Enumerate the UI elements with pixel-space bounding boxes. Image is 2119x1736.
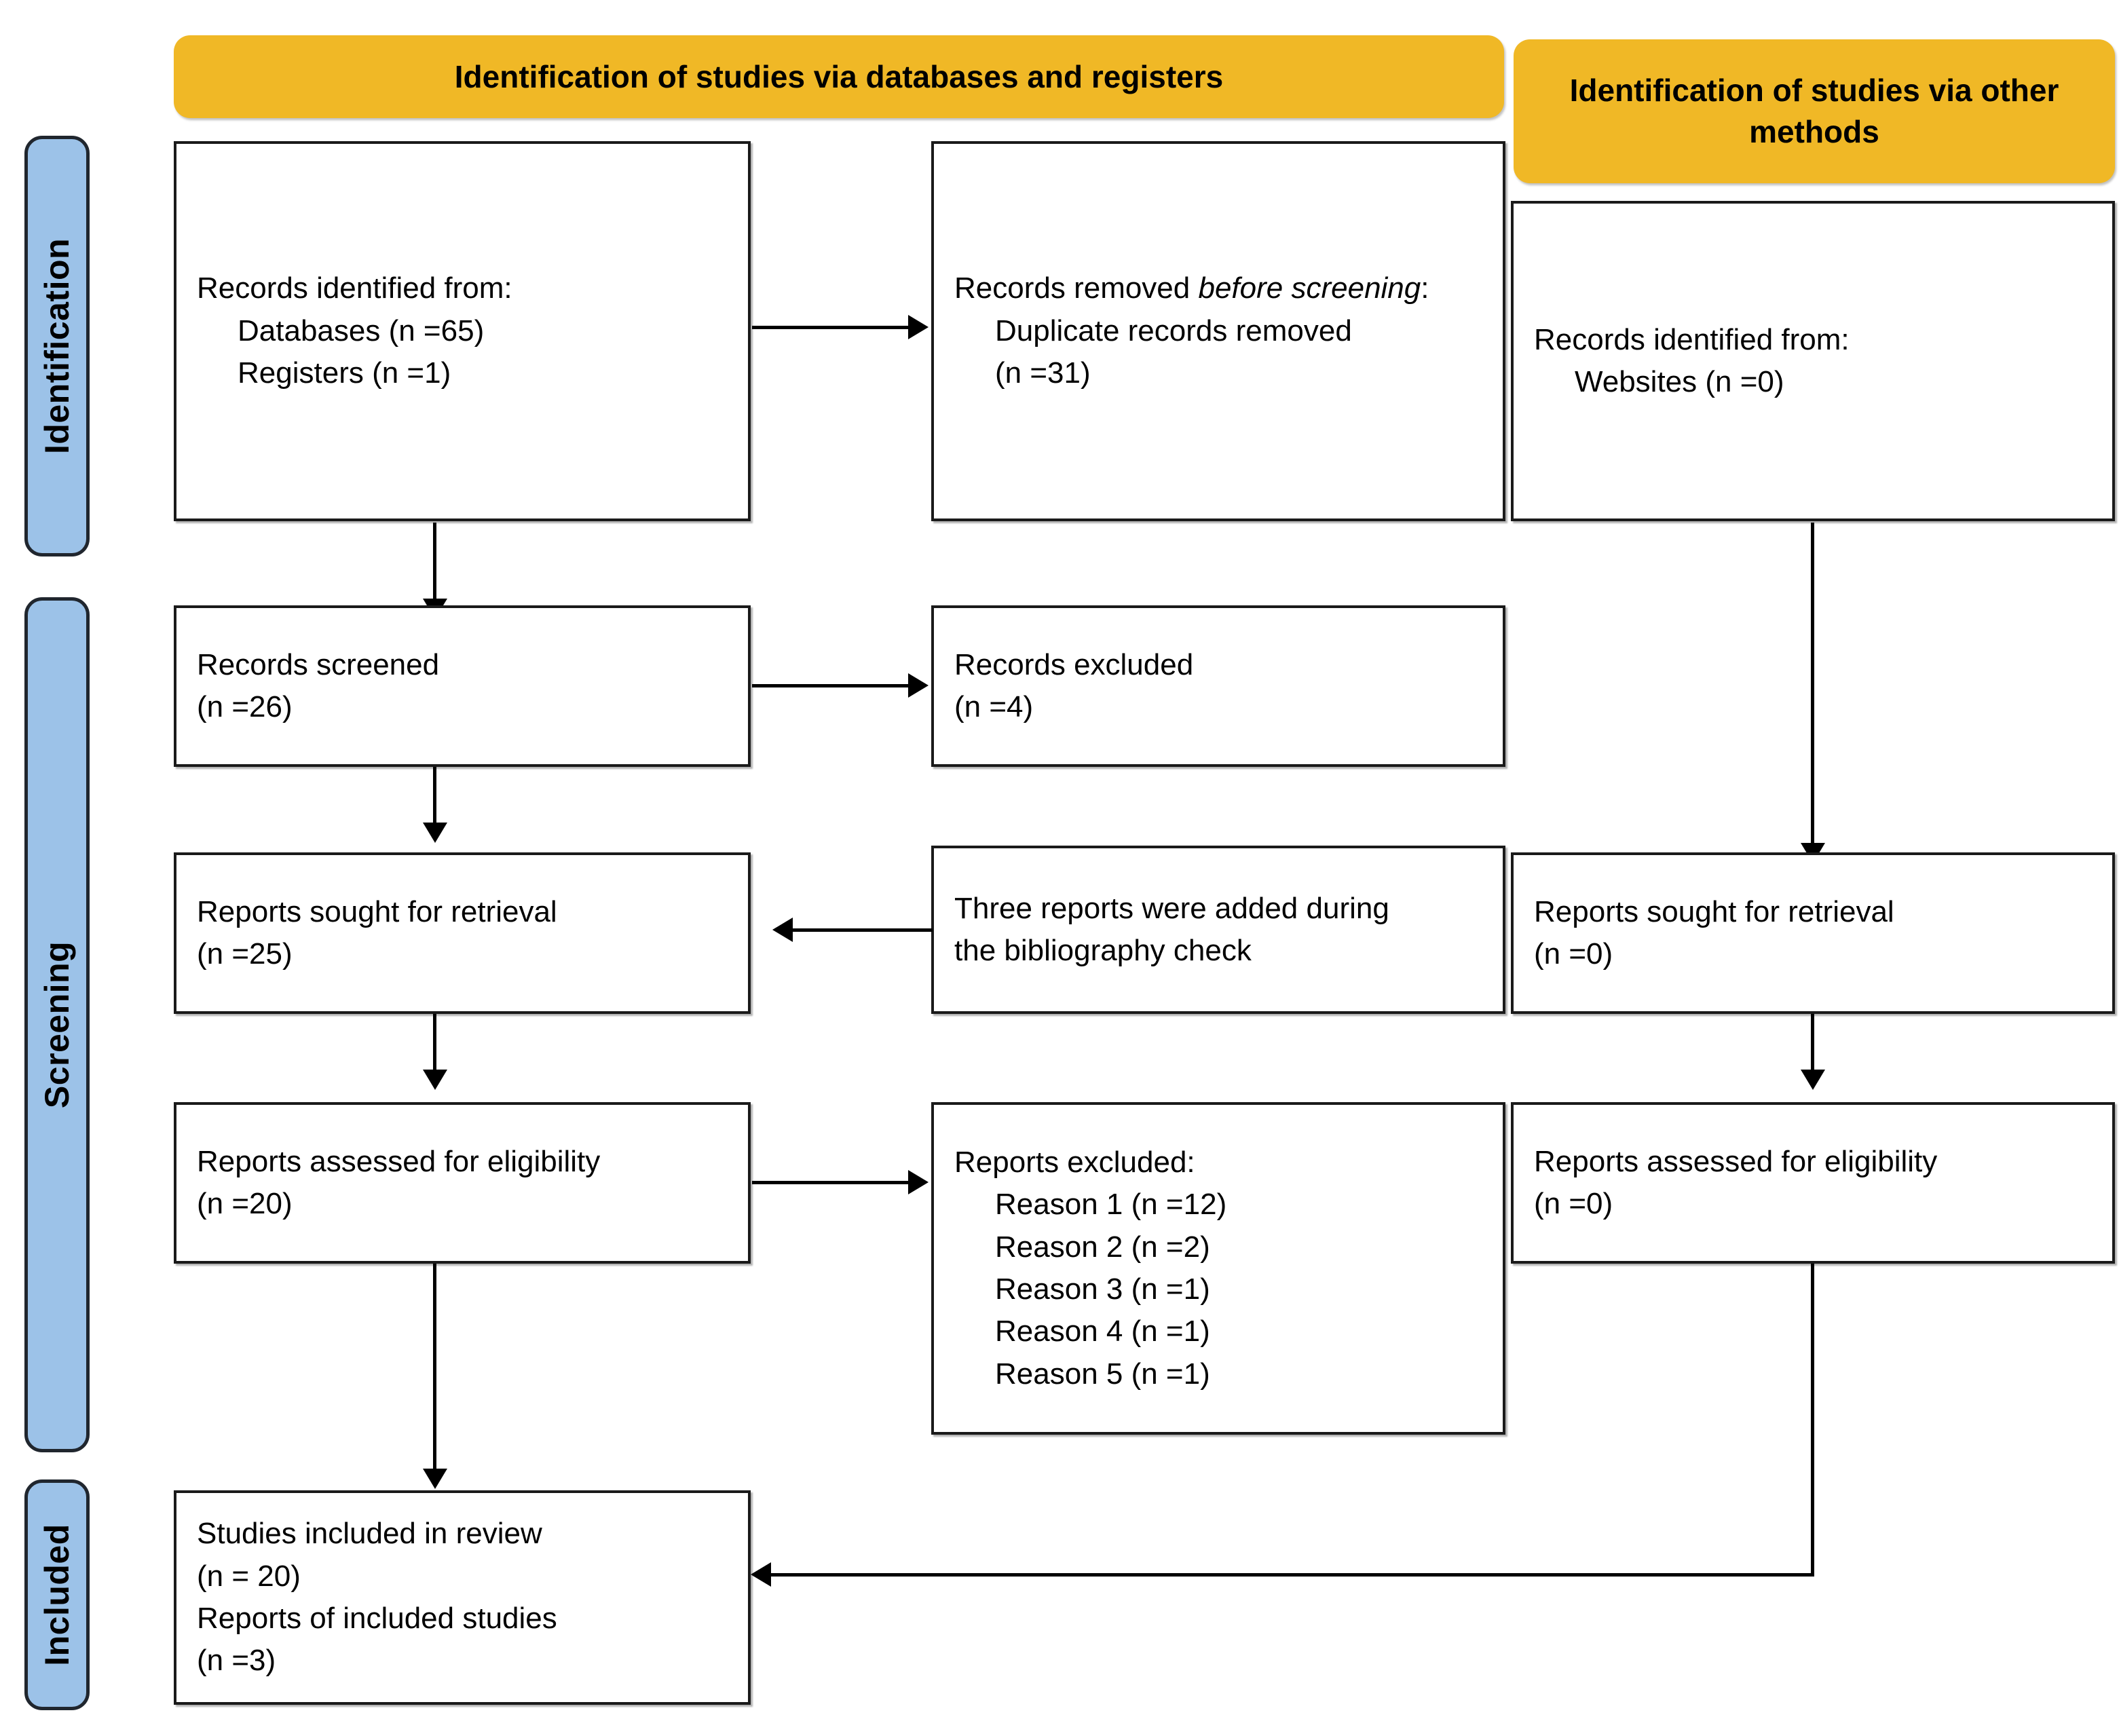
node-studies-included: Studies included in review (n = 20) Repo… xyxy=(174,1490,751,1705)
connector-sought-to-assessed xyxy=(433,1014,436,1075)
records-removed-italic: before screening xyxy=(1198,271,1421,305)
reports-assessed-line-1: Reports assessed for eligibility xyxy=(197,1144,601,1178)
node-bibliography-note: Three reports were added during the bibl… xyxy=(931,846,1505,1014)
records-removed-colon: : xyxy=(1421,271,1429,305)
connector-screened-to-sought xyxy=(433,767,436,828)
arrow-identified-to-removed xyxy=(908,315,929,339)
arrow-other-assessed-to-included xyxy=(751,1562,771,1587)
studies-included-line-4: (n =3) xyxy=(197,1644,276,1678)
stage-band-screening: Screening xyxy=(24,597,90,1452)
reports-sought-line-2: (n =25) xyxy=(197,937,293,970)
connector-identified-to-screened xyxy=(433,523,436,604)
connector-assessed-to-included xyxy=(433,1264,436,1474)
stage-label-included: Included xyxy=(38,1524,77,1666)
records-identified-other-line-2: Websites (n =0) xyxy=(1575,365,1784,398)
records-screened-line-1: Records screened xyxy=(197,647,440,681)
reports-sought-other-line-1: Reports sought for retrieval xyxy=(1534,894,1894,928)
records-screened-line-2: (n =26) xyxy=(197,690,293,723)
arrow-assessed-to-included xyxy=(423,1469,447,1489)
records-excluded-line-2: (n =4) xyxy=(954,690,1034,723)
connector-other-assessed-down xyxy=(1811,1264,1814,1576)
reports-sought-other-line-2: (n =0) xyxy=(1534,937,1613,970)
studies-included-line-3: Reports of included studies xyxy=(197,1602,557,1635)
records-excluded-line-1: Records excluded xyxy=(954,647,1194,681)
reports-excluded-reason-5: Reason 5 (n =1) xyxy=(995,1357,1210,1391)
bibliography-note-line-2: the bibliography check xyxy=(954,934,1252,967)
reports-assessed-other-line-2: (n =0) xyxy=(1534,1187,1613,1220)
reports-excluded-line-1: Reports excluded: xyxy=(954,1145,1195,1179)
arrow-other-sought-to-assessed xyxy=(1801,1070,1825,1090)
node-records-identified-other: Records identified from: Websites (n =0) xyxy=(1511,201,2115,521)
connector-bibliography-to-sought xyxy=(793,928,933,932)
reports-excluded-reason-4: Reason 4 (n =1) xyxy=(995,1315,1210,1348)
node-records-excluded: Records excluded (n =4) xyxy=(931,605,1505,767)
bibliography-note-line-1: Three reports were added during xyxy=(954,891,1389,925)
stage-label-screening: Screening xyxy=(38,941,76,1109)
node-reports-assessed-other: Reports assessed for eligibility (n =0) xyxy=(1511,1102,2115,1264)
arrow-assessed-to-excluded xyxy=(908,1170,929,1194)
section-header-databases-registers: Identification of studies via databases … xyxy=(174,35,1504,118)
connector-other-sought-to-assessed xyxy=(1811,1014,1814,1075)
studies-included-line-2: (n = 20) xyxy=(197,1559,301,1593)
node-reports-excluded: Reports excluded: Reason 1 (n =12) Reaso… xyxy=(931,1102,1505,1435)
records-removed-plain: Records removed xyxy=(954,271,1199,305)
records-identified-line-2: Databases (n =65) xyxy=(238,314,485,347)
connector-other-assessed-to-included xyxy=(771,1573,1814,1577)
stage-label-identification: Identification xyxy=(38,238,77,455)
studies-included-line-1: Studies included in review xyxy=(197,1517,542,1551)
node-records-screened: Records screened (n =26) xyxy=(174,605,751,767)
arrow-screened-to-excluded xyxy=(908,673,929,698)
connector-screened-to-excluded xyxy=(752,684,908,687)
stage-band-identification: Identification xyxy=(24,136,90,556)
node-reports-sought-other: Reports sought for retrieval (n =0) xyxy=(1511,852,2115,1014)
connector-assessed-to-excluded xyxy=(752,1181,908,1184)
arrow-screened-to-sought xyxy=(423,823,447,843)
reports-assessed-line-2: (n =20) xyxy=(197,1187,293,1220)
reports-excluded-reason-1: Reason 1 (n =12) xyxy=(995,1188,1227,1222)
reports-excluded-reason-2: Reason 2 (n =2) xyxy=(995,1230,1210,1264)
records-removed-line-1: Records removed before screening: xyxy=(954,267,1482,309)
reports-sought-line-1: Reports sought for retrieval xyxy=(197,894,557,928)
reports-assessed-other-line-1: Reports assessed for eligibility xyxy=(1534,1144,1938,1178)
node-reports-assessed: Reports assessed for eligibility (n =20) xyxy=(174,1102,751,1264)
arrow-sought-to-assessed xyxy=(423,1070,447,1090)
node-reports-sought: Reports sought for retrieval (n =25) xyxy=(174,852,751,1014)
node-records-removed: Records removed before screening: Duplic… xyxy=(931,141,1505,521)
reports-excluded-reason-3: Reason 3 (n =1) xyxy=(995,1272,1210,1306)
stage-band-included: Included xyxy=(24,1479,90,1710)
section-header-other-methods: Identification of studies via other meth… xyxy=(1514,39,2115,183)
records-identified-other-line-1: Records identified from: xyxy=(1534,322,1850,356)
records-removed-line-3: Duplicate records removed xyxy=(995,314,1352,347)
records-identified-line-1: Records identified from: xyxy=(197,271,512,305)
connector-other-identified-to-sought xyxy=(1811,523,1814,848)
connector-identified-to-removed xyxy=(752,326,908,329)
arrow-bibliography-to-sought xyxy=(772,918,793,942)
records-identified-line-3: Registers (n =1) xyxy=(238,356,451,390)
node-records-identified: Records identified from: Databases (n =6… xyxy=(174,141,751,521)
records-removed-line-4: (n =31) xyxy=(995,356,1091,390)
